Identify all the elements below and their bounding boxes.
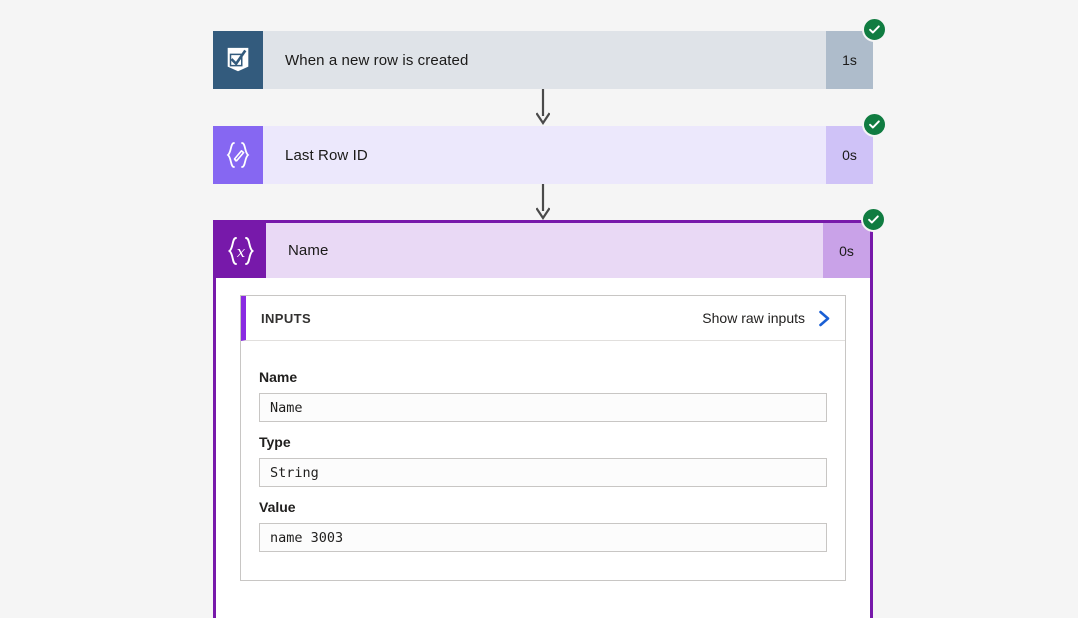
show-raw-inputs-link[interactable]: Show raw inputs [702, 309, 833, 328]
svg-text:x: x [237, 243, 246, 261]
chevron-right-icon [819, 310, 830, 326]
flow-node-initialize-variable-card[interactable]: x Name 0s INPUTS Show raw inputs [213, 207, 886, 618]
connector-setvar-to-initvar [536, 184, 550, 221]
status-badge-success [861, 207, 886, 232]
inputs-panel-header: INPUTS Show raw inputs [241, 296, 845, 341]
microsoft-lists-icon [213, 31, 263, 89]
flow-node-duration: 1s [826, 31, 873, 89]
inputs-panel-wrapper: INPUTS Show raw inputs Name Name Ty [216, 278, 870, 581]
field-value-readonly[interactable]: String [259, 458, 827, 487]
connector-trigger-to-setvar [536, 89, 550, 126]
flow-node-duration: 0s [823, 223, 870, 278]
input-field-type: Type String [259, 434, 827, 487]
field-label: Name [259, 369, 298, 385]
flow-node-duration: 0s [826, 126, 873, 184]
inputs-panel-body: Name Name Type String Value name 3003 [241, 341, 845, 580]
field-label: Value [259, 499, 296, 515]
status-badge-success [862, 17, 887, 42]
flow-node-title: Name [266, 223, 823, 278]
inputs-panel: INPUTS Show raw inputs Name Name Ty [240, 295, 846, 581]
field-value-readonly[interactable]: name 3003 [259, 523, 827, 552]
input-field-name: Name Name [259, 369, 827, 422]
input-field-value: Value name 3003 [259, 499, 827, 552]
initialize-variable-icon: x [216, 223, 266, 278]
flow-node-trigger[interactable]: When a new row is created 1s [213, 17, 887, 89]
show-raw-inputs-label: Show raw inputs [702, 310, 805, 326]
flow-node-set-variable[interactable]: Last Row ID 0s [213, 112, 887, 184]
flow-node-title: When a new row is created [263, 31, 826, 89]
flow-node-title: Last Row ID [263, 126, 826, 184]
inputs-header-label: INPUTS [261, 310, 312, 326]
flow-node-header[interactable]: x Name 0s [216, 207, 886, 278]
field-label: Type [259, 434, 291, 450]
status-badge-success [862, 112, 887, 137]
set-variable-icon [213, 126, 263, 184]
field-value-readonly[interactable]: Name [259, 393, 827, 422]
